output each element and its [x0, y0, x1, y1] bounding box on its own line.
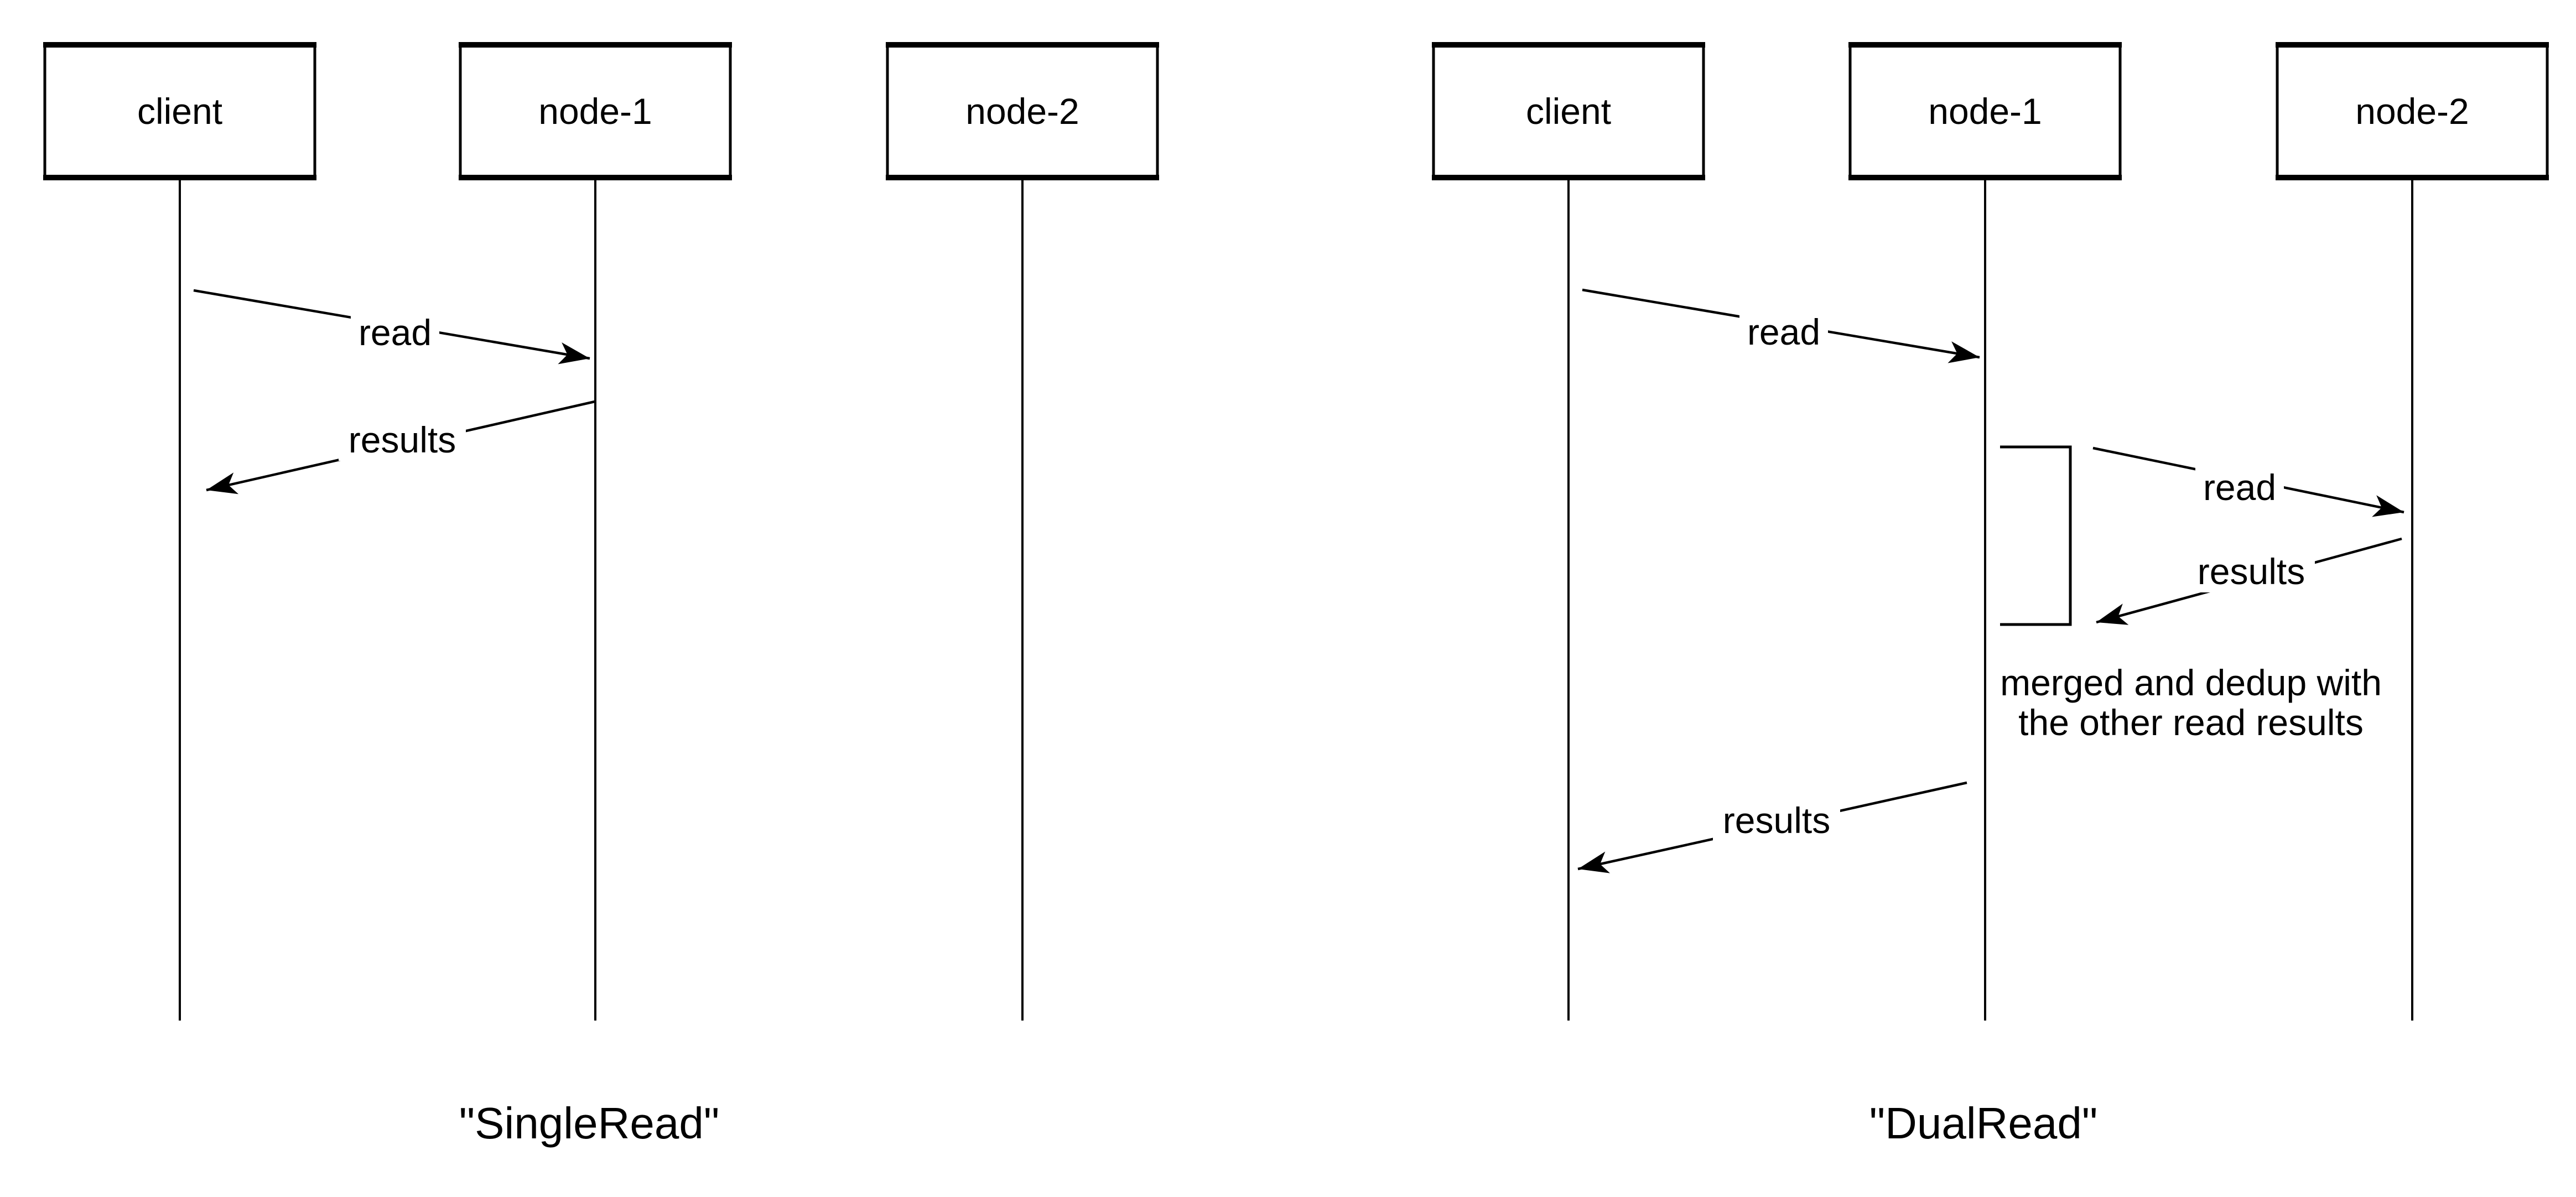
actor-box-rect [886, 43, 1159, 180]
message-label-results: results [1723, 800, 1830, 841]
actor-label-node1: node-1 [1928, 91, 2042, 132]
message-label-mask [1713, 799, 1840, 841]
message-label-mask [1739, 311, 1828, 353]
actor-box-client-left: client [43, 42, 316, 180]
note-line-2: the other read results [2018, 702, 2364, 743]
diagram-title-single-read: "SingleRead" [459, 1099, 719, 1148]
actor-box-rect [1848, 43, 2122, 180]
message-label-mask [2188, 550, 2315, 592]
message-label-read: read [1747, 311, 1820, 352]
message-label-mask [2195, 466, 2284, 508]
actor-box-node1-right: node-1 [1848, 42, 2122, 180]
message-label-read: read [2203, 467, 2276, 508]
message-label-mask [351, 311, 439, 353]
message-label-results: results [349, 419, 456, 460]
actor-label-node2: node-2 [2355, 91, 2469, 132]
message-read-node1-node2: read [2092, 446, 2404, 517]
actor-box-node2-left: node-2 [886, 42, 1159, 180]
actor-label-client: client [1526, 91, 1611, 132]
message-read-client-node1: read [1582, 288, 1980, 363]
actor-box-rect [1432, 43, 1705, 180]
message-results-node1-client: results [1577, 781, 1967, 873]
diagram-title-dual-read: "DualRead" [1869, 1099, 2098, 1148]
actor-box-node1-left: node-1 [459, 42, 732, 180]
actor-label-node2: node-2 [965, 91, 1079, 132]
message-label-read: read [359, 312, 432, 353]
note-merged-dedup: merged and dedup with the other read res… [2000, 662, 2382, 743]
note-line-1: merged and dedup with [2000, 662, 2382, 703]
diagram-dual-read: client node-1 node-2 read [1432, 42, 2549, 1148]
actor-label-node1: node-1 [538, 91, 652, 132]
message-results-left: results [206, 400, 595, 495]
message-label-results: results [2198, 551, 2305, 592]
actor-box-rect [43, 43, 316, 180]
message-label-mask [339, 419, 466, 461]
diagram-single-read: client node-1 node-2 read results [43, 42, 1159, 1148]
activation-bracket-node1 [2000, 445, 2072, 626]
actor-box-client-right: client [1432, 42, 1705, 180]
actor-box-node2-right: node-2 [2276, 42, 2549, 180]
actor-label-client: client [137, 91, 222, 132]
message-results-node2-node1: results [2096, 537, 2402, 625]
message-read-left: read [193, 289, 590, 365]
